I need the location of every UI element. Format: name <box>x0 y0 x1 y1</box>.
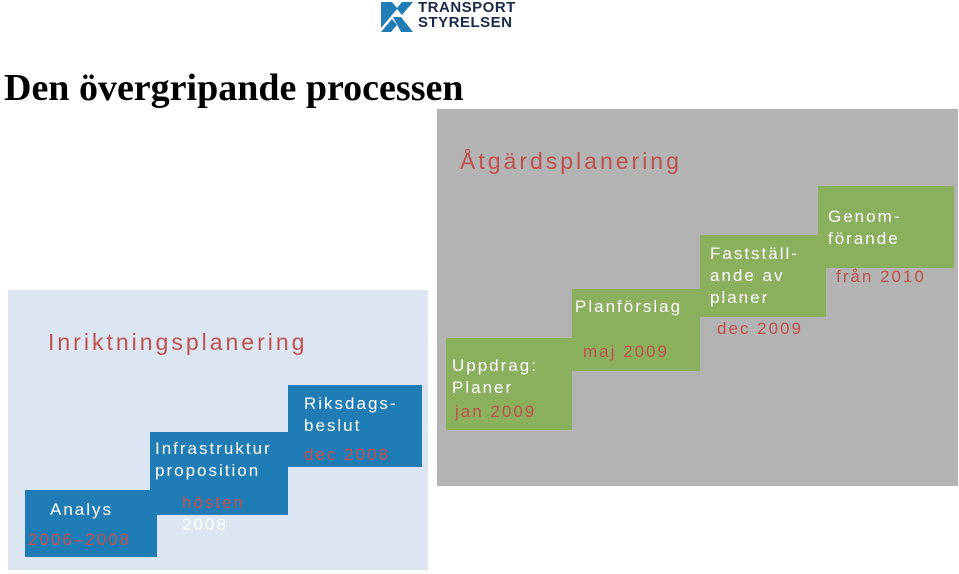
step-riksdagsbeslut-label: Riksdags- <box>304 394 398 413</box>
step-faststallande-label-3: planer <box>710 288 770 307</box>
step-infrastruktur <box>150 432 288 515</box>
step-analys-date: 2006–2008 <box>28 530 132 549</box>
step-infrastruktur-date: hösten <box>182 493 246 512</box>
step-faststallande-date: dec 2009 <box>717 319 803 338</box>
logo-text: TRANSPORT STYRELSEN <box>418 0 516 30</box>
step-genomforande <box>818 186 954 268</box>
step-analys-label: Analys <box>50 500 114 519</box>
step-riksdagsbeslut-label-2: beslut <box>304 416 362 435</box>
step-riksdagsbeslut-date: dec 2008 <box>304 445 390 464</box>
step-infrastruktur-date-2: 2008 <box>182 515 228 534</box>
logo-line1: TRANSPORT <box>418 0 516 16</box>
step-faststallande <box>700 235 826 317</box>
step-genomforande-label: Genom- <box>828 207 902 226</box>
step-genomforande-date: från 2010 <box>836 267 926 286</box>
step-faststallande-label-2: ande av <box>710 266 785 285</box>
step-riksdagsbeslut <box>288 385 422 467</box>
step-planforslag-date: maj 2009 <box>583 342 669 361</box>
step-infrastruktur-label: Infrastruktur <box>155 439 272 458</box>
page-title: Den övergripande processen <box>4 67 464 109</box>
step-uppdrag <box>446 338 572 430</box>
step-uppdrag-label: Uppdrag: <box>452 356 538 375</box>
step-faststallande-label: Fastställ- <box>710 244 799 263</box>
logo-line2: STYRELSEN <box>418 14 513 31</box>
inriktningsplanering-heading: Inriktningsplanering <box>48 329 308 355</box>
step-planforslag-label: Planförslag <box>575 297 683 316</box>
step-uppdrag-label-2: Planer <box>452 378 514 397</box>
transportstyrelsen-logo-icon <box>381 2 413 32</box>
step-planforslag <box>572 289 700 371</box>
step-analys <box>25 490 157 557</box>
step-infrastruktur-label-2: proposition <box>155 461 261 480</box>
atgardsplanering-heading: Åtgärdsplanering <box>460 148 682 174</box>
step-uppdrag-date: jan 2009 <box>455 402 537 421</box>
step-genomforande-label-2: förande <box>828 229 900 248</box>
